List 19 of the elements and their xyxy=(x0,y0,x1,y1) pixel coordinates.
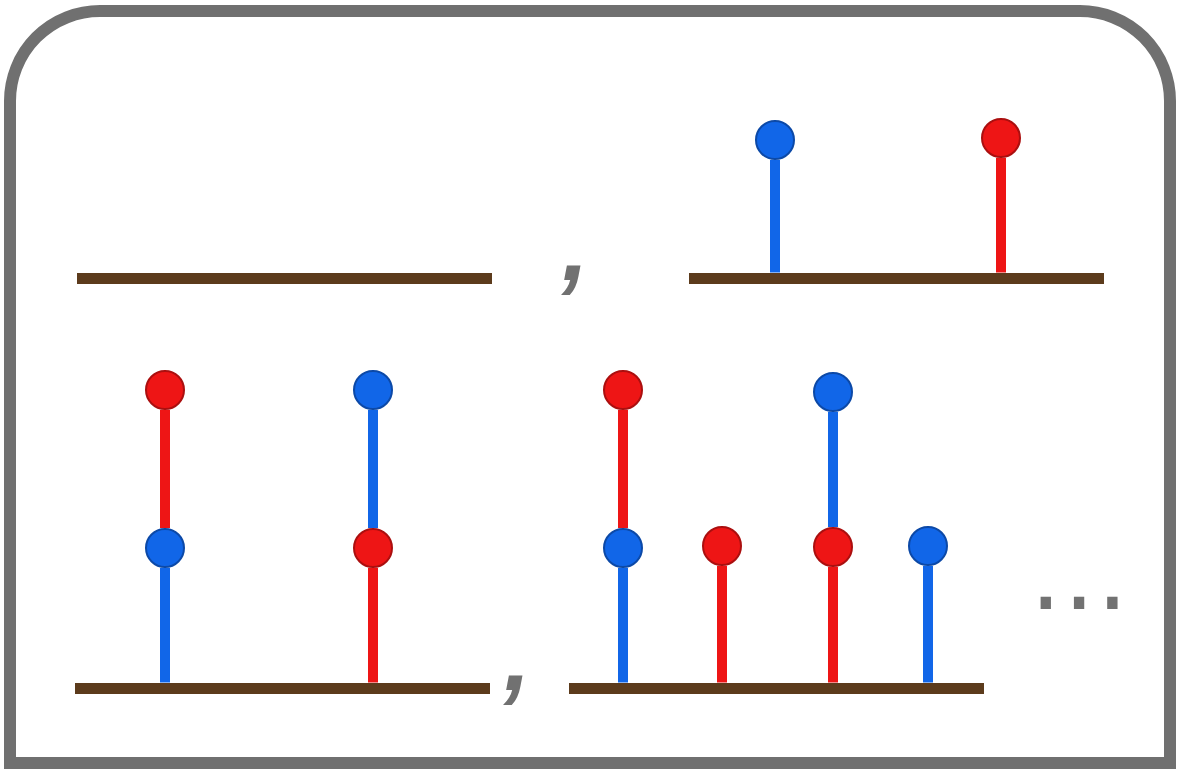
stem-line xyxy=(368,568,378,683)
stem-line xyxy=(618,410,628,528)
stem-line xyxy=(828,412,838,527)
stem-line xyxy=(160,410,170,528)
baseline xyxy=(75,682,490,694)
stem-line xyxy=(770,160,780,273)
baseline xyxy=(77,272,492,284)
stem-line xyxy=(368,410,378,528)
stem-line xyxy=(618,568,628,683)
stem-line xyxy=(923,566,933,683)
stem-line xyxy=(828,567,838,683)
separator: , xyxy=(504,609,531,705)
baseline xyxy=(569,682,984,694)
stem-line xyxy=(717,566,727,683)
stem-line xyxy=(160,568,170,683)
ellipsis: ⋯ xyxy=(1029,550,1129,650)
baseline xyxy=(689,272,1104,284)
stem-line xyxy=(996,158,1006,273)
separator: , xyxy=(562,199,589,295)
